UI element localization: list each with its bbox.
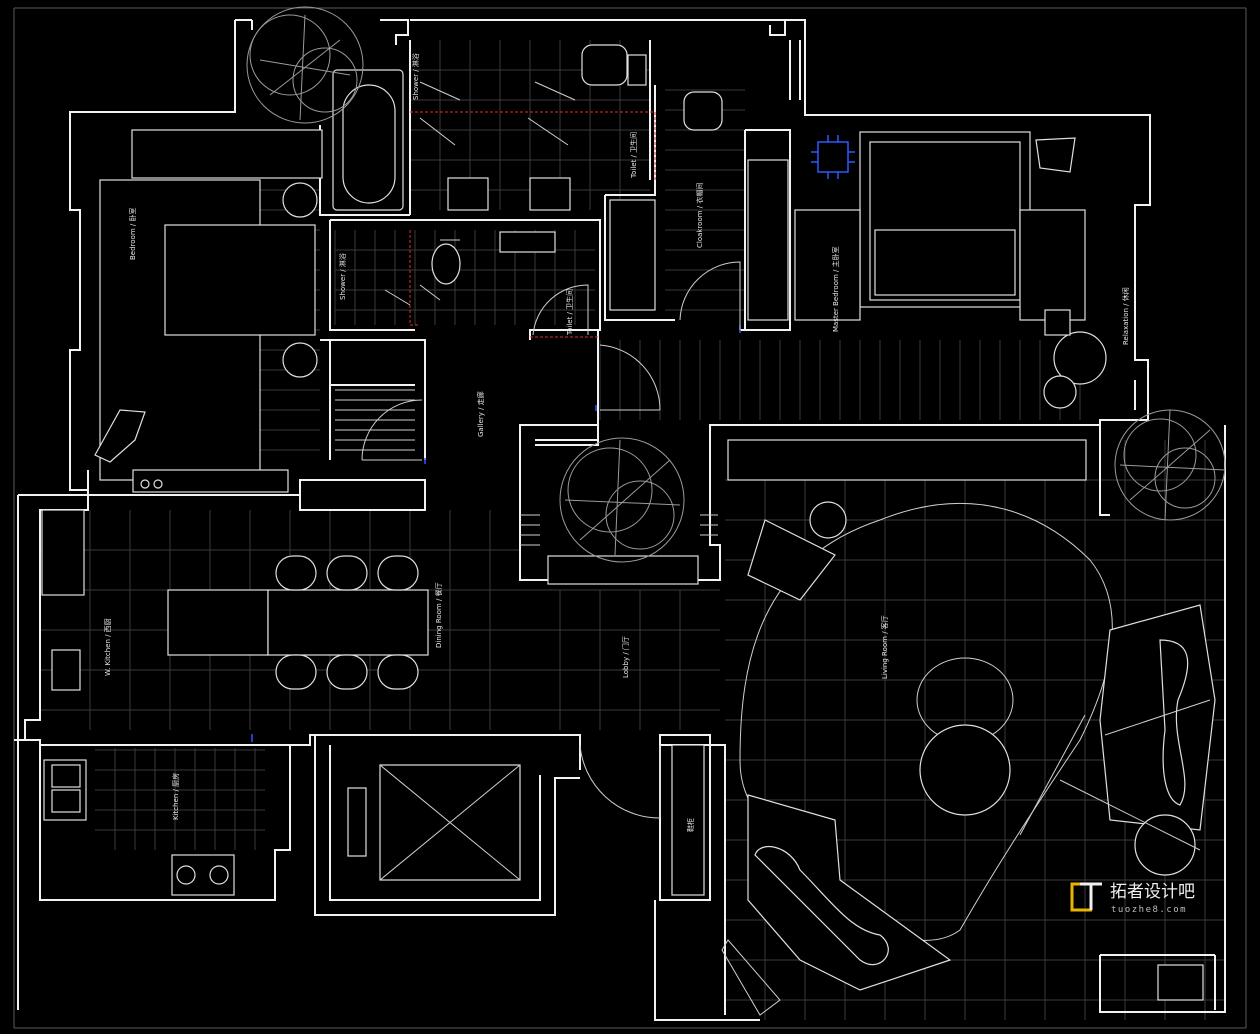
brand-logo (1070, 882, 1102, 912)
tree-top-left (246, 6, 364, 124)
furniture (41, 44, 1216, 1016)
room-label-dining-room: Dining Room / 餐厅 (434, 582, 443, 648)
drawing-border (13, 7, 1247, 1029)
accent-lines (251, 111, 741, 742)
room-label-shower-middle: Shower / 淋浴 (338, 253, 347, 300)
room-label-shower-top: Shower / 淋浴 (411, 53, 420, 100)
room-label-toilet-top: Toilet / 卫生间 (629, 132, 638, 179)
room-label-toilet-middle: Toilet / 卫生间 (565, 289, 574, 336)
room-labels: Bedroom / 卧室 Shower / 淋浴 Shower / 淋浴 Toi… (104, 53, 1130, 832)
room-label-master-bedroom: Master Bedroom / 主卧室 (831, 246, 840, 332)
room-label-w-kitchen: W. Kitchen / 西厨 (104, 618, 112, 676)
doors (361, 261, 741, 819)
room-label-lobby: Lobby / 门厅 (621, 636, 630, 678)
room-label-cloakroom: Cloakroom / 衣帽间 (695, 183, 704, 248)
room-label-living-room: Living Room / 客厅 (880, 615, 889, 679)
brand-url: tuozhe8.com (1111, 905, 1187, 915)
room-label-shoe-cabinet: 鞋柜 (686, 818, 695, 832)
brand-watermark: 拓者设计吧 tuozhe8.com (1070, 882, 1195, 915)
tree-center (559, 437, 685, 563)
room-label-relaxation: Relaxation / 休闲 (1121, 287, 1130, 345)
room-label-kitchen: Kitchen / 厨房 (171, 773, 180, 820)
room-label-bedroom: Bedroom / 卧室 (128, 208, 137, 260)
tree-right (1114, 409, 1226, 521)
brand-name: 拓者设计吧 (1110, 882, 1195, 902)
tree-canopies (246, 6, 1226, 563)
room-label-gallery: Gallery / 走廊 (476, 391, 485, 437)
